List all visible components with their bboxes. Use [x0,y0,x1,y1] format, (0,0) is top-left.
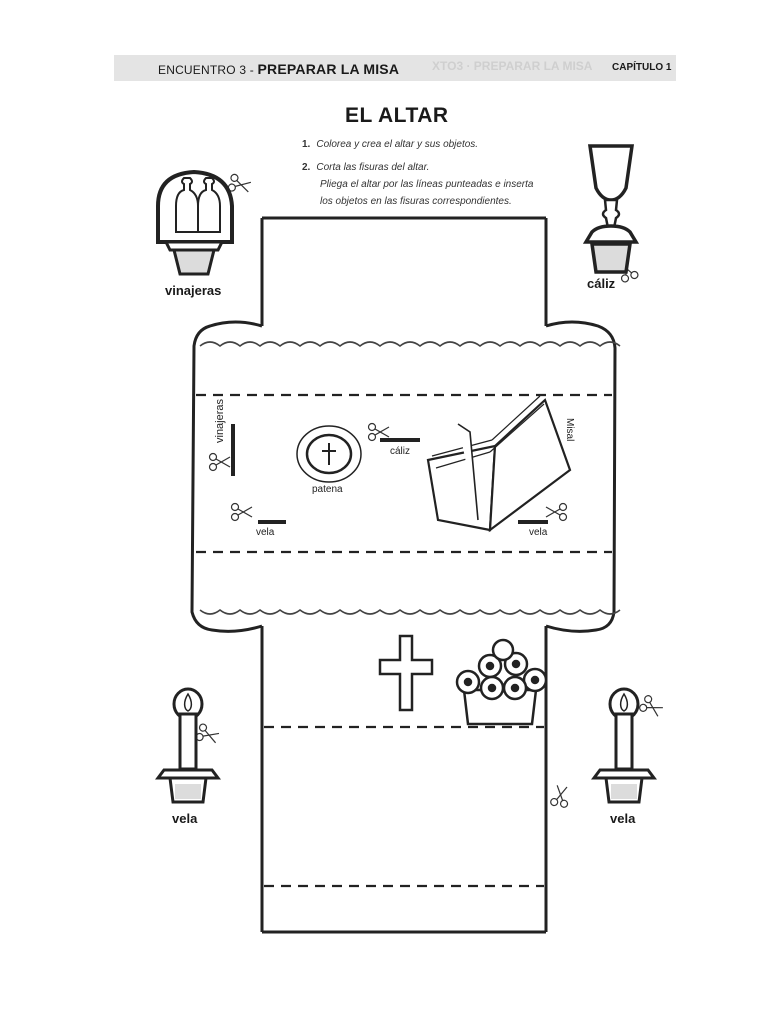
instruction-1-text: Colorea y crea el altar y sus objetos. [316,139,479,150]
paten-icon [296,425,362,483]
instruction-2: 2. Corta las fisuras del altar. [302,162,429,173]
instruction-1: 1. Colorea y crea el altar y sus objetos. [302,139,478,150]
label-misal: Misal [564,418,575,442]
cross-icon [378,634,434,712]
slit-label-vela-right: vela [529,527,548,538]
header-session-label: ENCUENTRO 3 - [158,63,254,77]
instruction-2-num: 2. [302,162,311,173]
candle-left-icon [156,687,220,804]
slit-label-vinajeras: vinajeras [214,398,226,443]
cruets-icon [156,169,234,276]
instruction-1-num: 1. [302,139,311,150]
header-ghost-text: XTO3 · PREPARAR LA MISA [432,59,593,73]
header-session: ENCUENTRO 3 - PREPARAR LA MISA [158,61,399,77]
altar-slits [231,424,548,524]
slit-label-vela-left: vela [256,527,275,538]
chalice-icon [582,144,640,274]
flower-pot-icon [455,638,548,726]
missal-book-icon [426,395,572,533]
instruction-3: Pliega el altar por las líneas punteadas… [320,179,534,190]
header-title: PREPARAR LA MISA [257,61,400,77]
label-vela-right: vela [610,811,636,826]
header-band [114,55,676,81]
fold-lines [196,393,612,888]
label-vela-left: vela [172,811,198,826]
label-caliz: cáliz [587,276,616,291]
candle-right-icon [592,687,656,804]
altar-scallop-top [199,341,621,348]
altar-scallop-bottom [199,608,621,615]
label-patena: patena [312,484,343,495]
instruction-2-text: Corta las fisuras del altar. [316,162,430,173]
page-title: EL ALTAR [345,104,449,127]
slit-label-caliz: cáliz [390,446,411,457]
instruction-4: los objetos en las fisuras correspondien… [320,196,512,207]
label-vinajeras: vinajeras [165,283,222,298]
header-chapter: CAPÍTULO 1 [612,62,672,73]
altar-outline [190,216,617,934]
